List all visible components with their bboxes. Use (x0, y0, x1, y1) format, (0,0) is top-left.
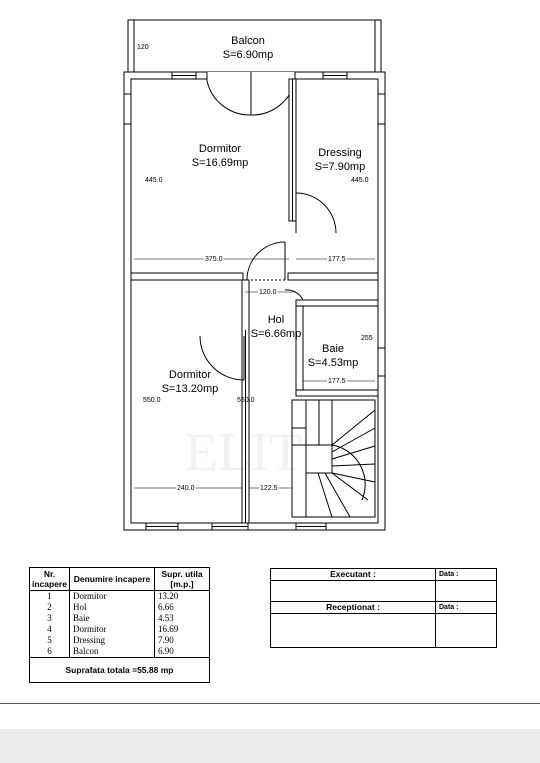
receptionat-signature-field (270, 613, 436, 648)
room-name-dormitor-1: Dormitor (199, 143, 242, 155)
cell-name: Dressing (68, 635, 156, 646)
room-area-dormitor-2: S=13.20mp (162, 383, 219, 395)
cell-name: Baie (68, 613, 156, 624)
col-header-suprafata: Supr. utila [m.p.] (154, 567, 210, 591)
cell-name: Dormitor (68, 624, 156, 635)
cell-area: 6.66 (154, 602, 210, 613)
executant-date-field (435, 580, 497, 602)
room-name-baie: Baie (322, 343, 344, 355)
room-name-dressing: Dressing (318, 147, 361, 159)
cell-name: Hol (68, 602, 156, 613)
receptionat-date-label: Data : (435, 601, 497, 614)
dim-balcon-depth: 120 (137, 44, 149, 51)
dim-hol-width: 120.0 (259, 289, 277, 296)
signature-table: Executant : Data : Receptionat : Data : (270, 568, 497, 648)
dim-baie-depth: 255 (361, 335, 373, 342)
watermark: ELIT (185, 422, 302, 482)
total-row: Suprafata totala =55.88 mp (29, 657, 210, 683)
room-name-hol: Hol (268, 314, 285, 326)
dim-dormitor-2-depth: 550.0 (143, 397, 161, 404)
floor-plan: ELIT Balcon S=6.90mp Dormitor S=16.69mp … (123, 19, 386, 531)
staircase (291, 399, 376, 518)
receptionat-label: Receptionat : (270, 601, 436, 614)
cell-nr: 4 (29, 624, 70, 635)
dim-hol-lower-width: 122.5 (260, 485, 278, 492)
cell-area: 7.90 (154, 635, 210, 646)
executant-date-label: Data : (435, 568, 497, 581)
cell-nr: 3 (29, 613, 70, 624)
cell-area: 4.53 (154, 613, 210, 624)
cell-nr: 6 (29, 646, 70, 658)
cell-nr: 5 (29, 635, 70, 646)
cell-area: 6.90 (154, 646, 210, 658)
cell-area: 16.69 (154, 624, 210, 635)
dim-dormitor-2-width: 240.0 (177, 485, 195, 492)
cell-nr: 1 (29, 590, 70, 602)
cell-area: 13.20 (154, 590, 210, 602)
executant-signature-field (270, 580, 436, 602)
dim-dressing-width: 177.5 (328, 256, 346, 263)
cell-name: Dormitor (68, 590, 156, 602)
room-area-baie: S=4.53mp (308, 357, 358, 369)
dim-baie-width: 177.5 (328, 378, 346, 385)
rooms-table: Nr. incapere Denumire incapere Supr. uti… (29, 567, 210, 683)
receptionat-date-field (435, 613, 497, 648)
dim-dressing-depth: 445.0 (351, 177, 369, 184)
total-area: Suprafata totala =55.88 mp (29, 657, 210, 683)
room-area-balcon: S=6.90mp (223, 49, 273, 61)
cell-nr: 2 (29, 602, 70, 613)
rooms-table-header: Nr. incapere Denumire incapere Supr. uti… (29, 567, 210, 591)
dim-dormitor-1-depth: 445.0 (145, 177, 163, 184)
room-name-balcon: Balcon (231, 35, 265, 47)
room-area-dressing: S=7.90mp (315, 161, 365, 173)
col-header-nr: Nr. incapere (29, 567, 70, 591)
col-header-denumire: Denumire incapere (68, 567, 156, 591)
room-area-dormitor-1: S=16.69mp (192, 157, 249, 169)
room-area-hol: S=6.66mp (251, 328, 301, 340)
room-name-dormitor-2: Dormitor (169, 369, 212, 381)
footer-band (0, 729, 540, 763)
cell-name: Balcon (68, 646, 156, 658)
dim-hol-depth: 550.0 (237, 397, 255, 404)
footer-divider (0, 703, 540, 704)
dim-dormitor-1-width: 375.0 (205, 256, 223, 263)
executant-label: Executant : (270, 568, 436, 581)
